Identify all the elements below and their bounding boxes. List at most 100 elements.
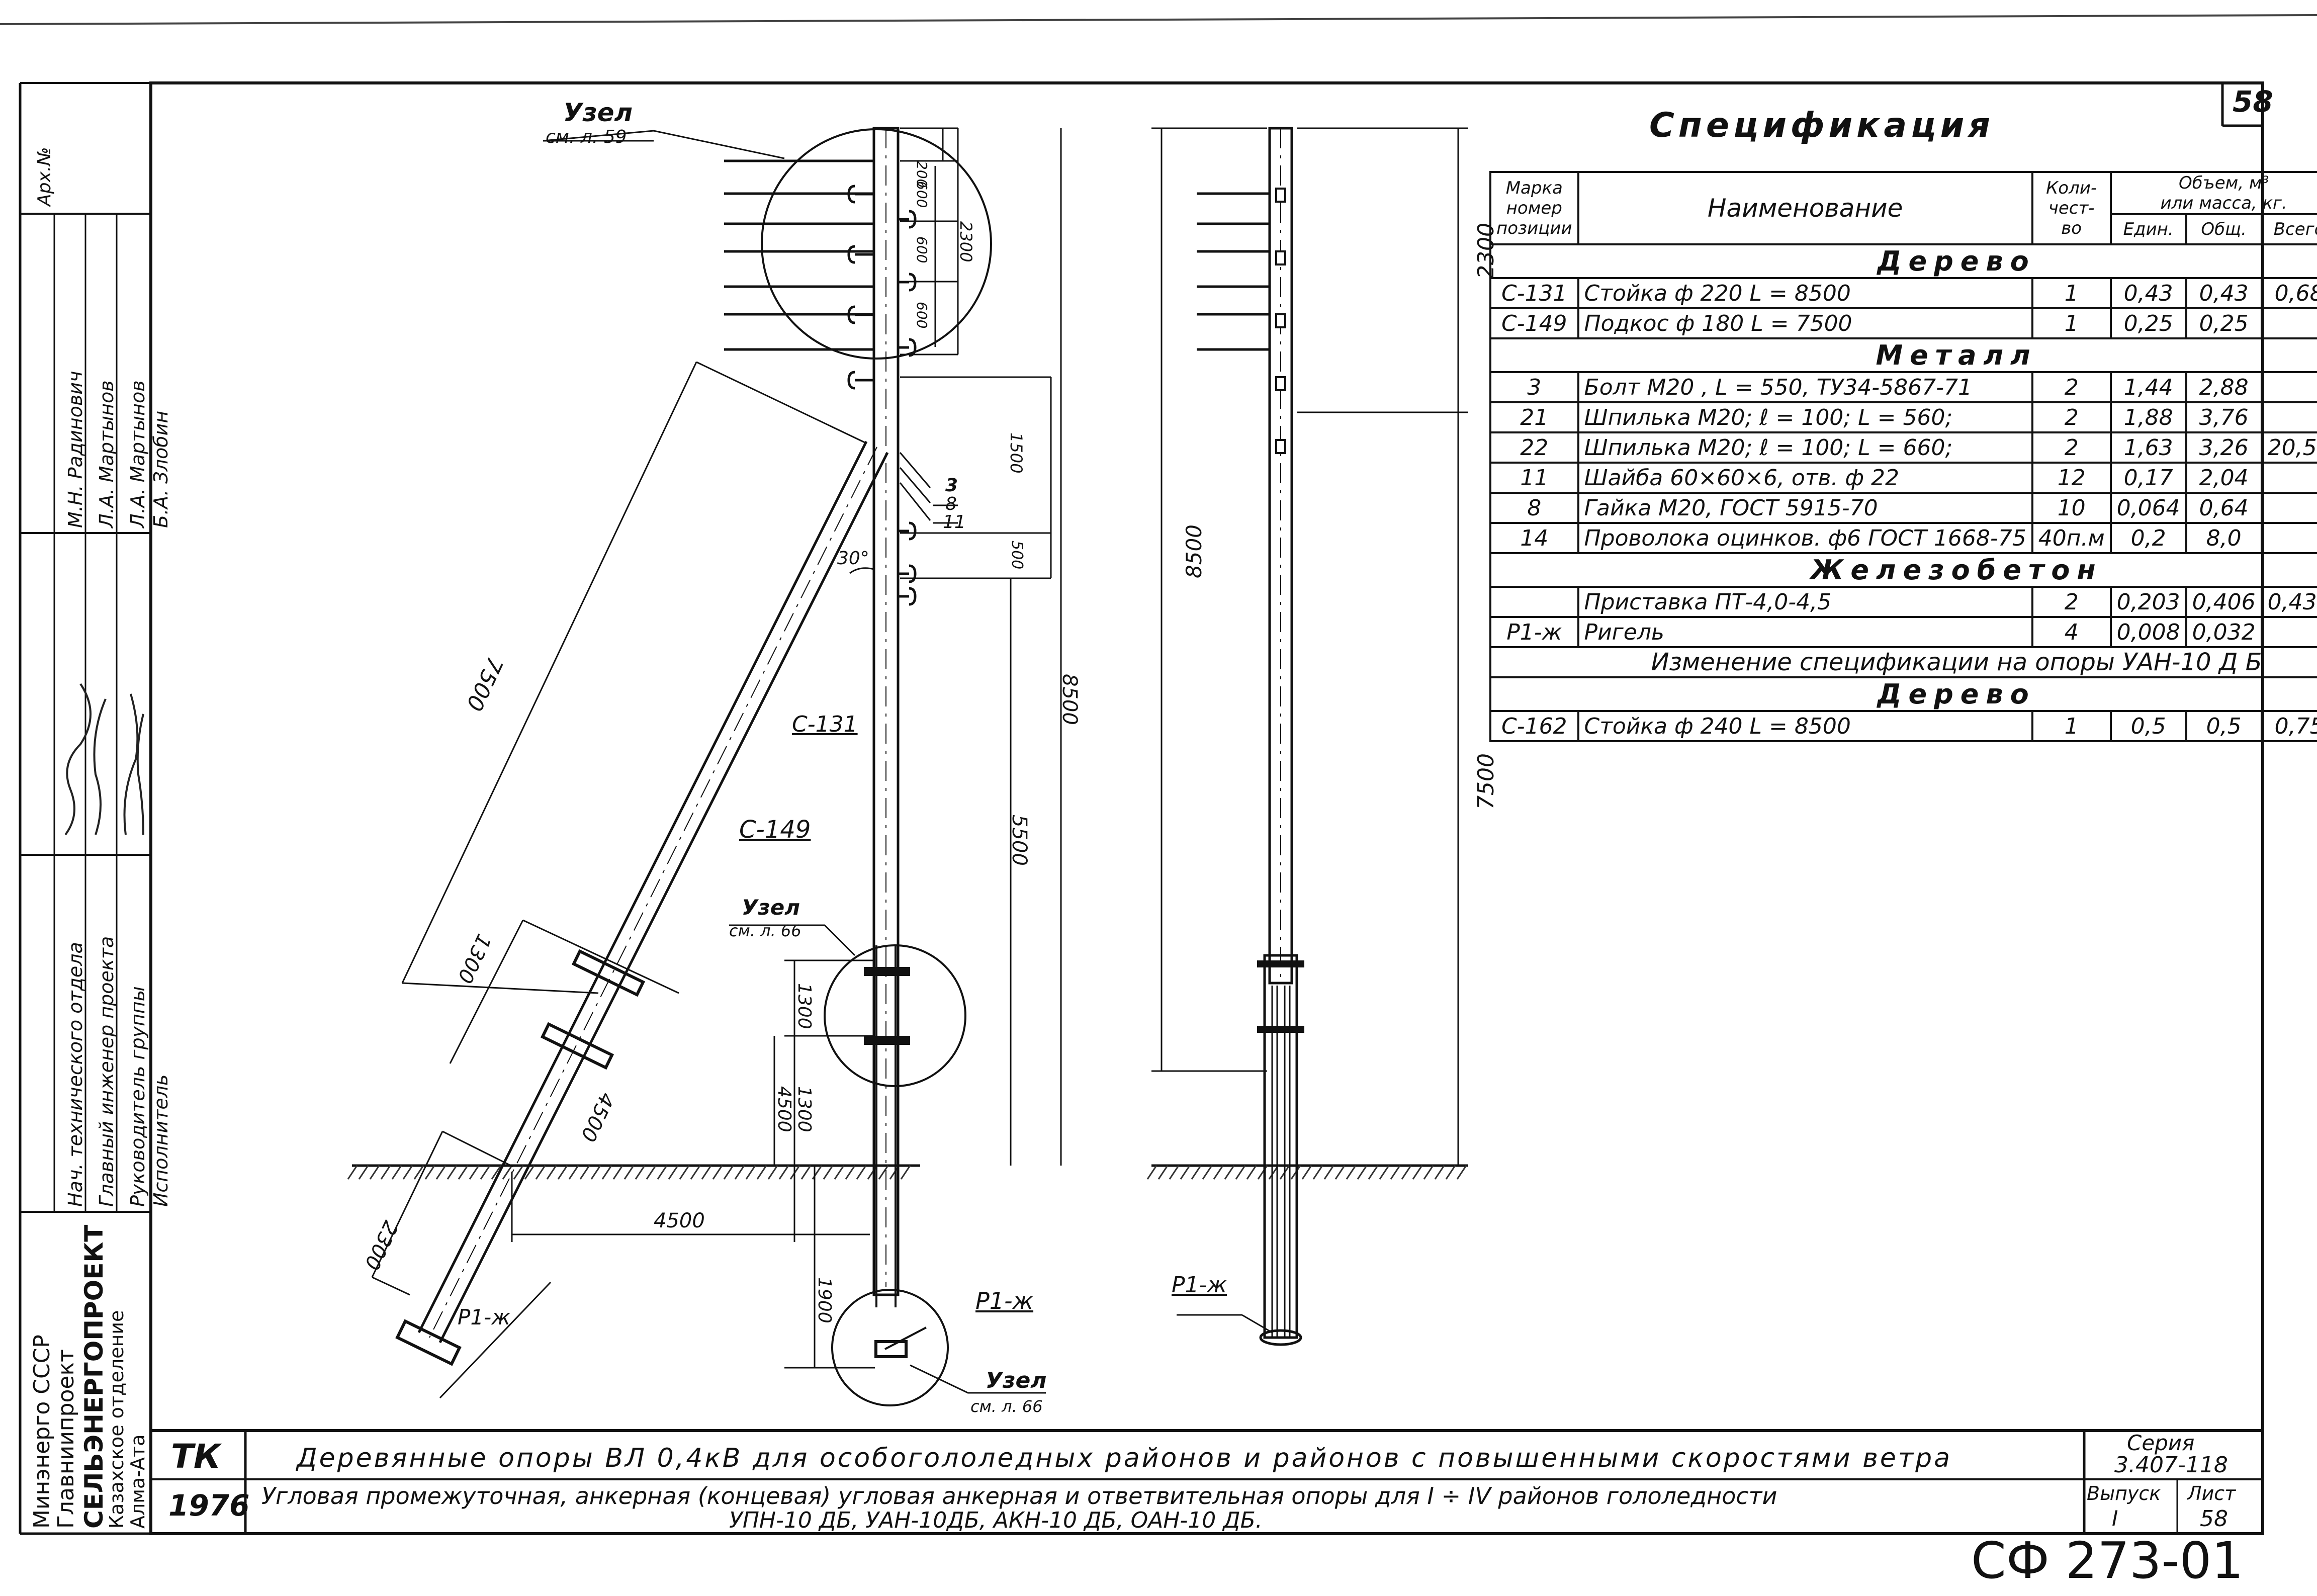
spec-total: 0,406 [2185, 586, 2263, 618]
spec-unit: 1,88 [2109, 401, 2187, 433]
org-name: СЕЛЬЭНЕРГОПРОЕКТ [79, 1224, 109, 1529]
spec-qty: 2 [2031, 586, 2112, 618]
side-dim-2300: 2300 [1473, 223, 1499, 279]
dim-1900: 1900 [814, 1277, 835, 1323]
name-1: М.Н. Радинович [64, 371, 86, 528]
spec-name: Стойка ф 220 L = 8500 [1577, 277, 2033, 309]
dim-600-c: 600 [914, 302, 930, 329]
dim-1300-a: 1300 [794, 983, 815, 1029]
crossbar-label-left: Р1-ж [458, 1305, 511, 1329]
spec-qty: 10 [2031, 492, 2112, 524]
spec-section-title: Металл [1489, 337, 2317, 373]
spec-total: 0,25 [2185, 307, 2263, 339]
dim-1300-b: 1300 [794, 1086, 815, 1132]
side-dim-8500: 8500 [1182, 524, 1206, 578]
spec-all: 0,68 [2260, 277, 2317, 309]
spec-qty: 2 [2031, 371, 2112, 403]
header-qty-line: Коли- [2046, 178, 2097, 198]
title-line-1: Деревянные опоры ВЛ 0,4кВ для особоголол… [297, 1443, 1952, 1473]
callout-3: 3 [945, 475, 958, 496]
spec-unit: 0,17 [2109, 462, 2187, 494]
spec-qty: 2 [2031, 431, 2112, 464]
issue-number: I [2112, 1506, 2118, 1531]
spec-mark: 8 [1489, 492, 1579, 524]
spec-unit: 0,203 [2109, 586, 2187, 618]
header-qty-line: во [2061, 218, 2082, 238]
node-bot-ref: см. л. 66 [970, 1397, 1043, 1416]
title-line-3: УПН-10 ДБ, УАН-10ДБ, АКН-10 ДБ, ОАН-10 Д… [729, 1508, 1263, 1533]
dim-4500-h: 4500 [654, 1209, 705, 1232]
spec-name: Стойка ф 240 L = 8500 [1577, 710, 2033, 742]
spec-all [2260, 492, 2317, 524]
spec-qty: 4 [2031, 616, 2112, 648]
brace-label: С-149 [739, 816, 811, 844]
header-mark-line: номер [1506, 198, 1562, 218]
spec-all [2260, 401, 2317, 433]
spec-unit: 0,064 [2109, 492, 2187, 524]
dim-5500: 5500 [1008, 815, 1031, 866]
spec-mark: 3 [1489, 371, 1579, 403]
spec-name: Гайка М20, ГОСТ 5915-70 [1577, 492, 2033, 524]
spec-total: 0,032 [2185, 616, 2263, 648]
spec-name: Шпилька М20; ℓ = 100; L = 560; [1577, 401, 2033, 433]
spec-total: 2,04 [2185, 462, 2263, 494]
arch-label: Арх.№ [34, 147, 55, 206]
dim-600-a: 600 [914, 181, 930, 208]
dim-1500: 1500 [1007, 432, 1026, 474]
spec-mark: С-149 [1489, 307, 1579, 339]
dim-500: 500 [1008, 541, 1026, 570]
spec-change-note: Изменение спецификации на опоры УАН-10 Д… [1489, 646, 2317, 678]
spec-all: 0,75 [2260, 710, 2317, 742]
spec-name: Ригель [1577, 616, 2033, 648]
name-4: Б.А. Злобин [150, 410, 172, 528]
spec-unit: 1,44 [2109, 371, 2187, 403]
header-unit: Един. [2109, 213, 2187, 245]
pole-label: С-131 [792, 712, 858, 737]
header-mark-line: Марка [1505, 178, 1563, 198]
spec-change-row: Изменение спецификации на опоры УАН-10 Д… [1489, 646, 2317, 678]
name-2: Л.А. Мартынов [96, 380, 118, 528]
header-volume-line: Объем, м³ [2179, 173, 2269, 193]
dim-4500-v: 4500 [774, 1086, 794, 1132]
spec-section-row: Дерево [1489, 676, 2317, 712]
node-top-label: Узел [563, 98, 633, 127]
header-total: Общ. [2185, 213, 2263, 245]
spec-section-title: Железобетон [1489, 552, 2317, 588]
spec-mark: С-162 [1489, 710, 1579, 742]
spec-section-title: Дерево [1489, 243, 2317, 279]
spec-name: Приставка ПТ-4,0-4,5 [1577, 586, 2033, 618]
spec-mark [1489, 586, 1579, 618]
spec-total: 0,64 [2185, 492, 2263, 524]
spec-total: 3,76 [2185, 401, 2263, 433]
archive-stamp: СФ 273-01 [1971, 1531, 2244, 1590]
spec-qty: 1 [2031, 277, 2112, 309]
spec-qty: 40п.м [2031, 522, 2112, 554]
sheet-number: 58 [2200, 1506, 2228, 1532]
header-qty: Коли-чест-во [2031, 171, 2112, 245]
spec-row: Приставка ПТ-4,0-4,520,2030,4060,4383.40… [1489, 586, 2317, 618]
node-bot-label: Узел [986, 1368, 1047, 1393]
spec-mark: Р1-ж [1489, 616, 1579, 648]
side-dim-7500: 7500 [1473, 753, 1499, 810]
spec-total: 0,43 [2185, 277, 2263, 309]
header-volume-line: или масса, кг. [2160, 193, 2287, 213]
spec-qty: 12 [2031, 462, 2112, 494]
role-2: Главный инженер проекта [96, 936, 118, 1207]
role-1: Нач. технического отдела [64, 942, 86, 1207]
spec-unit: 0,5 [2109, 710, 2187, 742]
issue-label: Выпуск [2087, 1482, 2161, 1504]
spec-name: Болт М20 , L = 550, ТУ34-5867-71 [1577, 371, 2033, 403]
series-label: Серия [2127, 1431, 2195, 1455]
spec-section-row: Железобетон [1489, 552, 2317, 588]
spec-name: Шпилька М20; ℓ = 100; L = 660; [1577, 431, 2033, 464]
spec-total: 0,5 [2185, 710, 2263, 742]
